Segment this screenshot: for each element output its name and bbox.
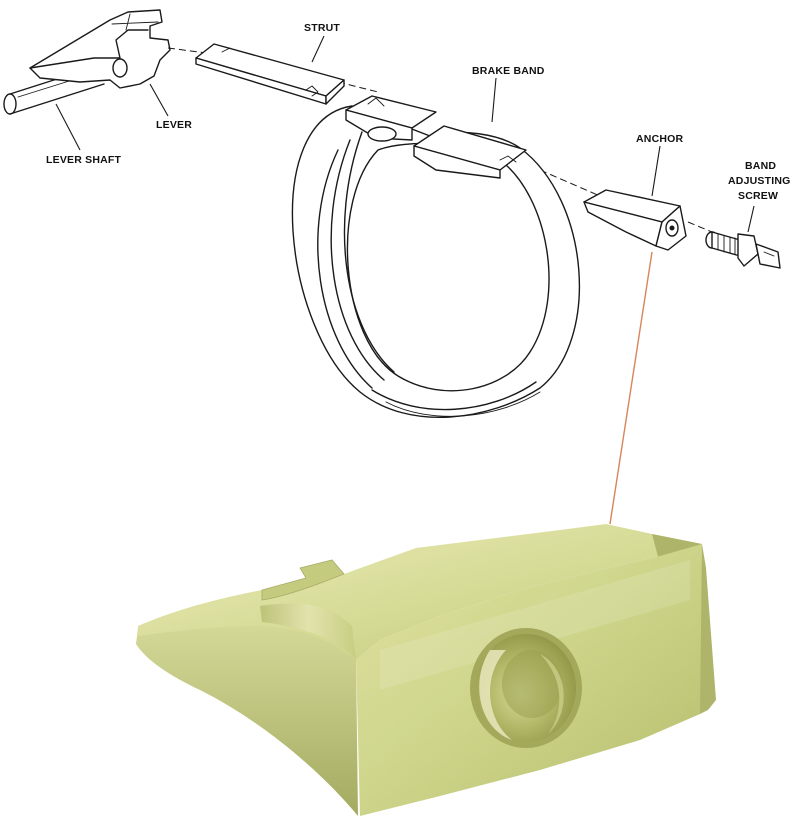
label-brake-band: BRAKE BAND xyxy=(472,65,545,77)
label-lever: LEVER xyxy=(156,119,192,131)
band-adjusting-screw-drawing xyxy=(705,231,781,269)
label-band-adjusting-screw-line1: BAND xyxy=(745,160,776,172)
label-band-adjusting-screw-line3: SCREW xyxy=(738,190,778,202)
brake-band-drawing xyxy=(291,95,581,418)
anchor-wing xyxy=(136,610,358,816)
label-band-adjusting-screw-line2: ADJUSTING xyxy=(728,175,790,187)
strut-drawing xyxy=(195,43,345,105)
anchor-slot xyxy=(261,559,345,601)
anchor-drawing xyxy=(583,189,687,251)
label-strut: STRUT xyxy=(304,22,340,34)
assembly-axis-line xyxy=(167,47,713,233)
anchor-top-surface xyxy=(138,524,702,660)
lever-shaft-drawing xyxy=(3,63,105,115)
anchor-lip xyxy=(260,603,356,660)
labels: STRUT BRAKE BAND LEVER LEVER SHAFT ANCHO… xyxy=(46,22,790,233)
label-lever-shaft: LEVER SHAFT xyxy=(46,154,122,166)
lever-drawing xyxy=(29,9,171,89)
anchor-part-render xyxy=(136,524,716,816)
label-anchor: ANCHOR xyxy=(636,133,683,145)
callout-line xyxy=(609,251,653,525)
